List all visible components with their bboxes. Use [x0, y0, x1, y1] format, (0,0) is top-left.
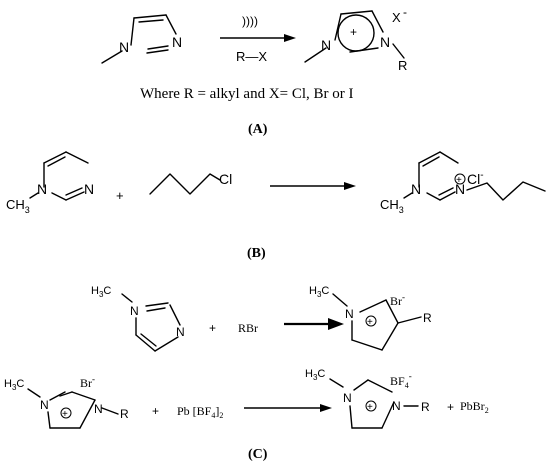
- panel-c-row2-reactant-imidazolinium: H3C N N + Br- R: [4, 374, 129, 429]
- panel-a-product-n3: N: [380, 34, 390, 50]
- panel-c-row2-product-plus: +: [367, 402, 373, 413]
- panel-a-product-r: R: [398, 58, 407, 73]
- panel-b-plus-sign: +: [116, 188, 124, 203]
- panel-c-row1-reactant-methylimidazole: H3C N N: [91, 285, 185, 352]
- panel-b-reactant-methylimidazole: CH3 N N: [6, 151, 94, 215]
- panel-b-product-n1: N: [411, 181, 421, 197]
- panel-c-row2-product-n1: N: [343, 391, 352, 405]
- panel-a-reaction-arrow: )))) R—X: [220, 14, 296, 64]
- panel-c-row2-product-bf4: BF4-: [390, 371, 412, 390]
- panel-a-product-plus: +: [350, 25, 357, 39]
- panel-c-row2-reagent: Pb [BF4]2: [177, 404, 223, 420]
- panel-c-row2-reactant-n1: N: [40, 398, 49, 412]
- panel-a-sonication-symbol: )))): [242, 14, 258, 28]
- panel-c-row1-reactant-n3: N: [176, 325, 185, 339]
- panel-b-product-cl: Cl-: [467, 170, 484, 187]
- panel-c-row2-plus-sign-1: +: [152, 404, 159, 418]
- panel-b-product-ch3: CH3: [380, 197, 404, 215]
- panel-c-row2-reactant-br: Br-: [80, 374, 95, 390]
- panel-c-row1-product-r: R: [423, 311, 432, 325]
- panel-a-caption: Where R = alkyl and X= Cl, Br or I: [140, 86, 354, 102]
- panel-c-row2-reactant-plus: +: [62, 409, 68, 420]
- panel-a-reactant-n1: N: [119, 39, 129, 55]
- panel-b-chloride-atom: Cl: [219, 171, 232, 187]
- panel-b-reaction-arrow: [270, 182, 356, 190]
- panel-c-row2-reactant-n3: N: [94, 402, 103, 416]
- panel-b-reactant-n1: N: [37, 181, 47, 197]
- panel-b-butyl-chloride: Cl: [149, 171, 232, 195]
- panel-c-label: (C): [248, 447, 268, 462]
- panel-c-row2-product-r: R: [421, 400, 430, 414]
- panel-b-product-plus: +: [456, 175, 462, 186]
- panel-c-row1-reagent: RBr: [238, 321, 258, 335]
- panel-c-row1-reactant-n1: N: [130, 304, 139, 318]
- panel-b-reactant-ch3: CH3: [6, 197, 30, 215]
- panel-c-row2-product-imidazolinium-bf4: H3C N N + BF4- R: [305, 368, 430, 429]
- panel-a: N N )))) R—X N N + R X - Where R = alkyl: [101, 5, 407, 137]
- panel-a-reagent: R—X: [236, 49, 267, 64]
- panel-b-label: (B): [247, 246, 266, 261]
- panel-c-row2-plus-sign-2: +: [447, 400, 454, 414]
- panel-c-row2-byproduct: PbBr2: [460, 399, 489, 415]
- panel-a-product-imidazolium: N N + R X -: [304, 5, 407, 73]
- panel-c-row2-product-h3c: H3C: [305, 368, 325, 382]
- panel-a-reactant-methylimidazole: N N: [101, 14, 182, 64]
- panel-c-row1-product-n: N: [345, 307, 354, 321]
- panel-b-product-bmim-chloride: CH3 N N + Cl-: [380, 151, 546, 215]
- panel-a-reactant-n3: N: [172, 34, 182, 50]
- panel-c-row1-product-br: Br-: [390, 292, 405, 308]
- panel-a-product-n1: N: [321, 37, 331, 53]
- panel-c-row1-product-plus: +: [367, 317, 373, 328]
- panel-a-label: (A): [248, 122, 268, 137]
- panel-b-reactant-n3: N: [84, 181, 94, 197]
- panel-c-row1-reaction-arrow: [284, 318, 344, 330]
- panel-c-row2-reaction-arrow: [244, 404, 332, 412]
- panel-c-row2-reactant-r: R: [120, 407, 129, 421]
- panel-b: CH3 N N + Cl CH3 N N +: [6, 151, 546, 261]
- panel-c-row1-reactant-h3c: H3C: [91, 285, 111, 299]
- panel-c: H3C N N + RBr H3C N + Br- R: [4, 285, 489, 462]
- panel-c-row2-product-n3: N: [392, 399, 401, 413]
- panel-b-product-n3: N: [455, 181, 465, 197]
- panel-a-product-x-charge: -: [403, 5, 407, 19]
- panel-c-row1-plus-sign: +: [209, 321, 216, 335]
- panel-a-product-x: X: [392, 10, 401, 25]
- panel-c-row1-product-pyrrolidinium: H3C N + Br- R: [309, 285, 432, 351]
- panel-c-row2-reactant-h3c: H3C: [4, 378, 24, 392]
- panel-c-row1-product-h3c: H3C: [309, 285, 329, 299]
